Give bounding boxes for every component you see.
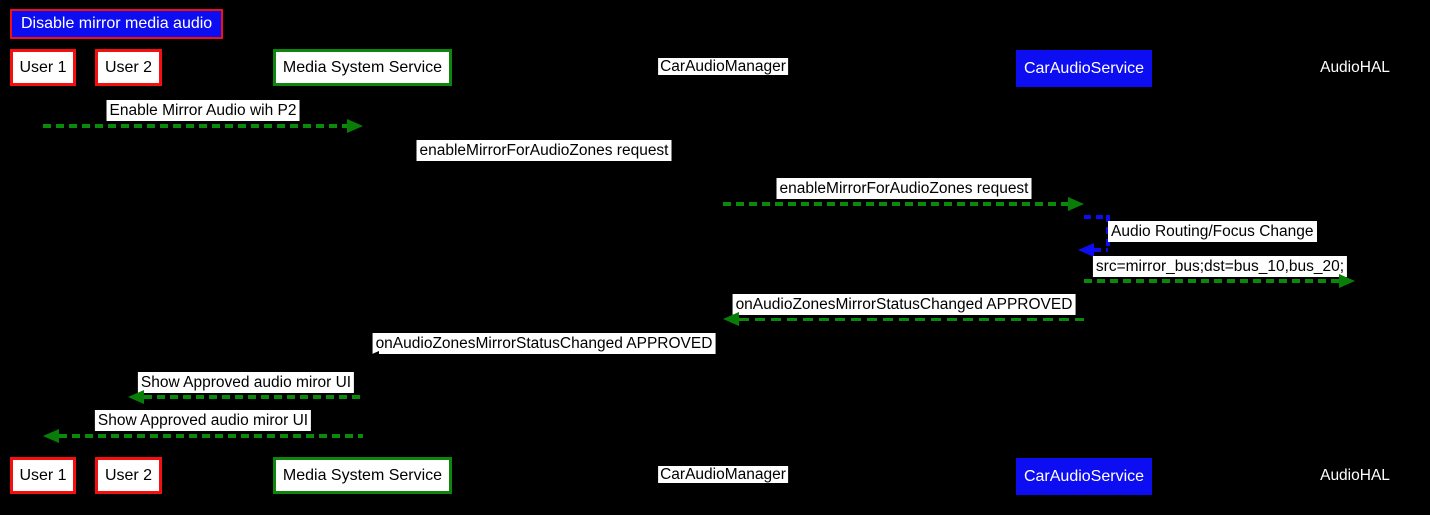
selfloop-bottom-segment [1094,248,1108,252]
arrowhead-left-icon [723,312,739,326]
participant-audiohal-bottom: AudioHAL [1320,467,1390,484]
message-label-src-mirror-bus: src=mirror_bus;dst=bus_10,bus_20; [1092,256,1348,277]
message-label-enable-mirror: Enable Mirror Audio wih P2 [106,100,300,121]
diagram-title: Disable mirror media audio [10,9,224,39]
participant-caraudiomanager-bottom: CarAudioManager [658,466,788,483]
selfloop-top-segment [1084,215,1110,219]
participant-audiohal-top: AudioHAL [1320,59,1390,76]
arrow-line-show-approved-2 [59,434,363,438]
arrowhead-left-icon [1078,243,1094,257]
arrow-line-status-approved-1 [739,318,1084,321]
arrowhead-right-icon [347,119,363,133]
message-label-enable-zones-1: enableMirrorForAudioZones request [416,140,672,161]
participant-user1-top: User 1 [10,49,76,86]
message-label-status-approved-1: onAudioZonesMirrorStatusChanged APPROVED [732,294,1076,315]
arrow-line-enable-zones-1 [363,166,691,170]
arrow-line-enable-zones-2 [723,202,1069,206]
participant-caraudioservice-bottom: CarAudioService [1016,458,1152,495]
message-label-status-approved-2: onAudioZonesMirrorStatusChanged APPROVED [372,333,716,354]
arrow-line-src-mirror-bus [1084,279,1340,283]
arrow-line-status-approved-2 [379,356,723,360]
message-label-show-approved-1: Show Approved audio miror UI [137,372,355,393]
arrowhead-right-icon [707,161,723,175]
participant-media-system-service-top: Media System Service [273,49,452,86]
arrowhead-left-icon [128,390,144,404]
participant-user1-bottom: User 1 [10,457,76,494]
message-label-enable-zones-2: enableMirrorForAudioZones request [776,178,1032,199]
participant-caraudiomanager-top: CarAudioManager [658,58,788,75]
arrowhead-right-icon [1339,274,1355,288]
participant-media-system-service-bottom: Media System Service [273,457,452,494]
arrow-line-enable-mirror [43,124,348,128]
arrowhead-right-icon [1068,197,1084,211]
participant-user2-bottom: User 2 [95,457,162,494]
message-label-audio-routing: Audio Routing/Focus Change [1108,221,1317,242]
arrowhead-left-icon [43,429,59,443]
message-label-show-approved-2: Show Approved audio miror UI [94,410,312,431]
participant-user2-top: User 2 [95,49,162,86]
participant-caraudioservice-top: CarAudioService [1016,50,1152,87]
arrow-line-show-approved-1 [144,395,363,399]
arrowhead-left-icon [363,351,379,365]
